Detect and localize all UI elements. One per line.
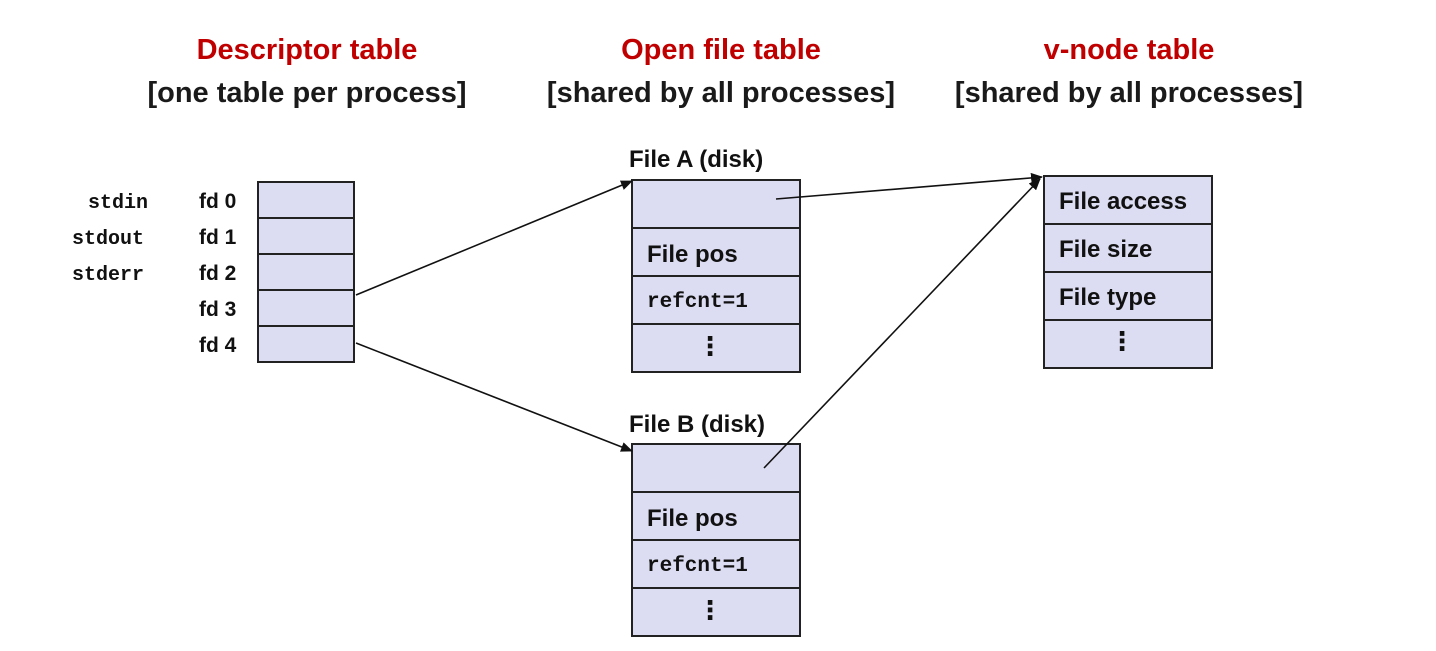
vnode-table-heading: v-node table [shared by all processes] <box>944 29 1314 115</box>
vnode-table-subtitle: [shared by all processes] <box>954 77 1304 109</box>
vnode-size-text: File size <box>1059 236 1153 263</box>
arrow-fd3-to-file-a <box>355 180 633 296</box>
vnode-type <box>1043 271 1213 321</box>
file-b-refcnt <box>631 539 801 589</box>
file-b-label: File B (disk) <box>629 411 766 438</box>
fd4-entry <box>257 325 355 363</box>
vnode-access-text: File access <box>1059 188 1188 215</box>
file-b-vnode-ptr <box>631 443 801 493</box>
file-a-refcnt-text: refcnt=1 <box>647 291 748 314</box>
arrow-file-a-to-vnode <box>775 172 1043 200</box>
fd3-entry <box>257 289 355 327</box>
descriptor-table-subtitle: [one table per process] <box>147 77 467 109</box>
stderr-label: stderr <box>72 264 145 287</box>
file-a-pos-text: File pos <box>647 241 738 268</box>
file-a-more <box>631 323 801 373</box>
descriptor-table-heading: Descriptor table [one table per process] <box>137 29 477 115</box>
file-b-pos-text: File pos <box>647 505 738 532</box>
fd2-label: fd 2 <box>199 262 237 285</box>
file-b-more <box>631 587 801 637</box>
fd0-entry <box>257 181 355 219</box>
open-file-table-title: Open file table <box>621 34 821 66</box>
descriptor-table-title: Descriptor table <box>196 34 418 66</box>
stdout-label: stdout <box>72 228 145 251</box>
vnode-type-text: File type <box>1059 284 1157 311</box>
fd3-label: fd 3 <box>199 298 237 321</box>
file-a-label: File A (disk) <box>629 146 764 173</box>
open-file-table-heading: Open file table [shared by all processes… <box>536 29 906 115</box>
vnode-table-title: v-node table <box>1043 34 1215 66</box>
fd0-label: fd 0 <box>199 190 237 213</box>
stdin-label: stdin <box>88 192 149 215</box>
vnode-more <box>1043 319 1213 369</box>
fd1-label: fd 1 <box>199 226 237 249</box>
fd4-label: fd 4 <box>199 334 237 357</box>
arrow-file-b-to-vnode <box>763 178 1041 469</box>
file-b-refcnt-text: refcnt=1 <box>647 555 748 578</box>
arrow-fd4-to-file-b <box>355 342 633 452</box>
open-file-table-subtitle: [shared by all processes] <box>546 77 896 109</box>
